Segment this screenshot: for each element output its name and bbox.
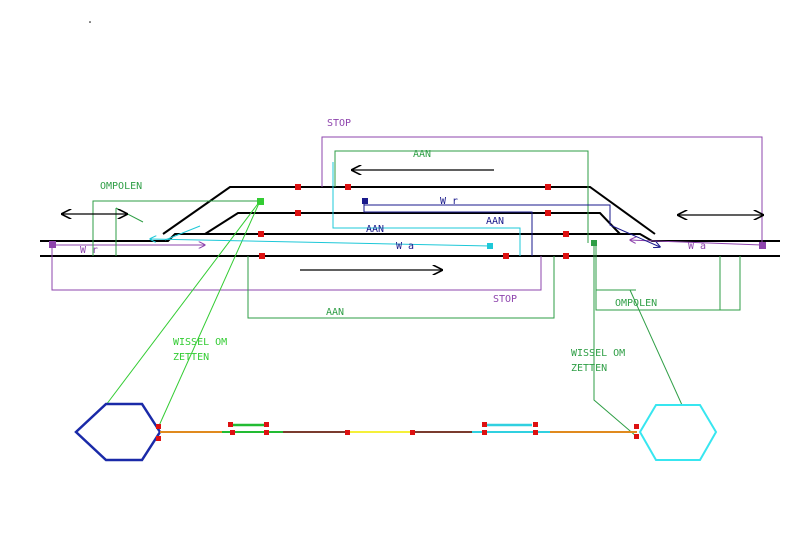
label-stop-top: STOP [327,118,351,129]
wr-wire-upper-2 [364,204,660,247]
detector [634,424,639,429]
aan-wires [92,150,741,437]
detector [295,210,301,216]
direction-arrows [62,170,763,270]
detector [156,424,161,429]
label-aan-top: AAN [413,149,431,160]
wa-wire-right [630,240,763,246]
point-marker [257,198,264,205]
detector [228,422,233,427]
wr-wires [363,201,660,256]
label-ompolen-right: OMPOLEN [615,298,657,309]
siding-track-2 [204,212,621,235]
label-wissel-left-2: ZETTEN [173,352,209,363]
detector [545,184,551,190]
detector [634,434,639,439]
label-aan-mid: AAN [486,216,504,227]
label-wr-left: W r [80,245,98,256]
point-marker [591,240,597,246]
detector [345,184,351,190]
detector [230,430,235,435]
label-wissel-right-1: WISSEL OM [571,348,625,359]
stray-dot [89,21,91,23]
green-wires [105,200,261,429]
point-marker [759,242,766,249]
main-track-upper [40,233,780,242]
label-ompolen-left: OMPOLEN [100,181,142,192]
detector-markers [49,184,766,259]
cyan-wire-3 [164,225,201,241]
aan-wire-bottom [247,256,555,319]
detector [503,253,509,259]
stop-wire-bottom [51,245,542,291]
wr-wire-upper [363,201,533,256]
detector [156,436,161,441]
cyan-wire-2 [150,239,491,247]
point-marker [362,198,368,204]
wissel-right-diag [629,289,683,406]
wissel-wire-right [593,243,637,437]
point-marker [487,243,493,249]
hexagon-left [74,402,162,462]
hexagon-right [638,404,718,461]
detector [295,184,301,190]
detector [345,430,350,435]
detector [482,430,487,435]
wissel-wire-left-b [157,200,261,429]
ompolen-wire-left [92,200,258,256]
detector [563,253,569,259]
label-stop-bottom: STOP [493,294,517,305]
detector [258,231,264,237]
label-aan-bottom: AAN [326,307,344,318]
stop-wires [51,136,763,291]
detector [264,422,269,427]
label-wa-right: W a [688,241,706,252]
wissel-wire-left-a [105,200,261,406]
detector [410,430,415,435]
aan-wire-top [334,150,589,243]
label-wr-upper: W r [440,196,458,207]
lower-schematic [74,402,718,462]
label-aan-mid-left: AAN [366,224,384,235]
cyan-wires [150,162,521,256]
detector [545,210,551,216]
detector [482,422,487,427]
stop-wire-top [321,136,763,245]
ompolen-wire-right [595,243,741,311]
detector [259,253,265,259]
detector [264,430,269,435]
detector [533,422,538,427]
detector [563,231,569,237]
label-wissel-left-1: WISSEL OM [173,337,227,348]
label-wa-mid: W a [396,241,414,252]
label-wissel-right-2: ZETTEN [571,363,607,374]
cyan-wire-1 [332,162,521,256]
labels: STOP AAN OMPOLEN W r AAN AAN W a W r W a… [80,118,706,374]
siding-track-1 [162,186,656,235]
detector [533,430,538,435]
point-marker [49,241,56,248]
